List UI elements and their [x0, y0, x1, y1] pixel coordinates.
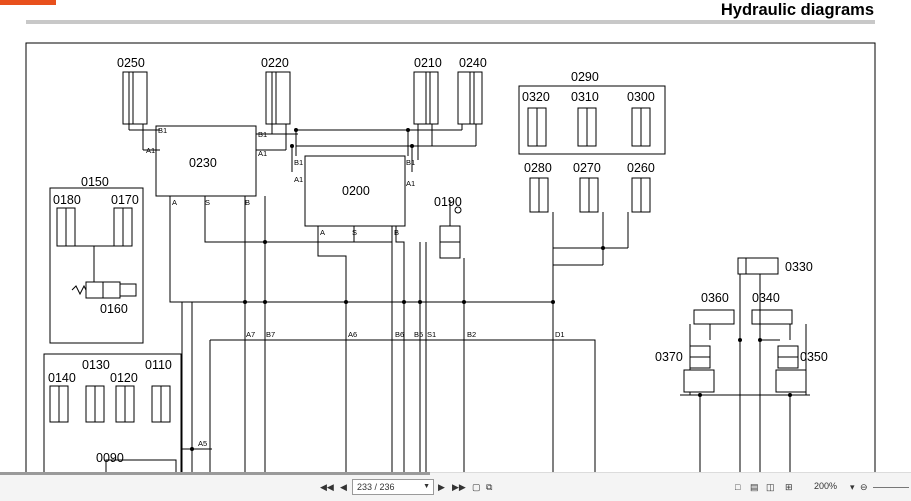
label-0140: 0140	[48, 371, 76, 385]
cylinders-0180-0170	[56, 207, 133, 282]
two-page-icon[interactable]: ◫	[766, 482, 775, 492]
label-0130: 0130	[82, 358, 110, 372]
cylinders-bottom-left	[49, 385, 177, 472]
valve-0190	[439, 200, 462, 259]
port-a7: A7	[246, 330, 255, 339]
port-a1: A1	[146, 146, 155, 155]
label-0230: 0230	[189, 156, 217, 170]
port-d1: D1	[555, 330, 565, 339]
diagram-frame	[25, 42, 876, 472]
label-0220: 0220	[261, 56, 289, 70]
label-0360: 0360	[701, 291, 729, 305]
label-0310: 0310	[571, 90, 599, 104]
port-b1: B1	[158, 126, 167, 135]
port-b2: B2	[467, 330, 476, 339]
last-page-icon[interactable]: ▶▶	[452, 482, 466, 492]
cylinders-0320-0310-0300	[527, 107, 651, 147]
piping-main	[169, 196, 596, 472]
label-0330: 0330	[785, 260, 813, 274]
cylinder-0250	[122, 71, 160, 151]
label-0270: 0270	[573, 161, 601, 175]
port-b: B	[394, 228, 399, 237]
cylinder-0210	[413, 71, 439, 160]
junction-dots-main	[190, 240, 605, 451]
zoom-slider[interactable]	[873, 487, 909, 488]
group-frame-0150	[49, 187, 144, 344]
cylinder-0330	[737, 257, 779, 275]
zoom-dropdown-icon[interactable]: ▾	[850, 482, 855, 492]
label-0250: 0250	[117, 56, 145, 70]
page-number-input[interactable]: 233 / 236 ▼	[352, 479, 434, 495]
cylinder-0240	[457, 71, 483, 146]
label-0320: 0320	[522, 90, 550, 104]
label-0240: 0240	[459, 56, 487, 70]
brand-logo-bar	[0, 0, 56, 5]
continuous-icon[interactable]: ▤	[750, 482, 759, 492]
label-0290: 0290	[571, 70, 599, 84]
label-0350: 0350	[800, 350, 828, 364]
port-b5: B5	[414, 330, 423, 339]
facing-icon[interactable]: ⊞	[785, 482, 793, 492]
label-0180: 0180	[53, 193, 81, 207]
port-a: A	[320, 228, 325, 237]
port-b1: B1	[294, 158, 303, 167]
valve-block-0230	[155, 125, 257, 197]
valve-block-0200	[304, 155, 406, 227]
port-b6: B6	[395, 330, 404, 339]
label-0300: 0300	[627, 90, 655, 104]
label-0260: 0260	[627, 161, 655, 175]
port-a1: A1	[294, 175, 303, 184]
label-0190: 0190	[434, 195, 462, 209]
label-0160: 0160	[100, 302, 128, 316]
horizontal-scrollbar[interactable]	[0, 472, 430, 475]
zoom-out-icon[interactable]: ⊖	[860, 482, 868, 492]
group-frame-0290	[518, 85, 666, 155]
label-0170: 0170	[111, 193, 139, 207]
copy-icon[interactable]: ⧉	[486, 482, 493, 492]
port-a5: A5	[198, 439, 207, 448]
port-b: B	[245, 198, 250, 207]
label-0200: 0200	[342, 184, 370, 198]
page-title: Hydraulic diagrams	[720, 1, 874, 19]
port-b1: B1	[258, 130, 267, 139]
single-page-icon[interactable]: □	[735, 482, 741, 492]
hydraulic-diagram: 0250 0220 0210 0240 0290 0320 0310 0300 …	[25, 42, 876, 472]
label-0210: 0210	[414, 56, 442, 70]
pdf-viewer-toolbar: ◀◀ ◀ 233 / 236 ▼ ▶ ▶▶ ▢ ⧉ □ ▤ ◫ ⊞ 200% ▾…	[0, 472, 911, 501]
prev-page-icon[interactable]: ◀	[340, 482, 347, 492]
cylinders-0280-0270-0260	[529, 177, 651, 266]
port-a1: A1	[258, 149, 267, 158]
next-page-icon[interactable]: ▶	[438, 482, 445, 492]
piping-top	[291, 129, 476, 172]
port-b7: B7	[266, 330, 275, 339]
label-0110: 0110	[145, 358, 172, 372]
zoom-level[interactable]: 200%	[814, 481, 838, 491]
junction-dots-right	[698, 338, 792, 397]
valves-0370-0350	[683, 345, 807, 393]
port-s: S	[205, 198, 210, 207]
cylinder-0220	[256, 71, 298, 151]
header-divider	[26, 20, 875, 24]
port-s: S	[352, 228, 357, 237]
valve-0160	[71, 281, 137, 299]
label-0370: 0370	[655, 350, 683, 364]
label-0120: 0120	[110, 371, 138, 385]
label-0090: 0090	[96, 451, 124, 465]
port-a6: A6	[348, 330, 357, 339]
label-0150: 0150	[81, 175, 109, 189]
label-0340: 0340	[752, 291, 780, 305]
group-frame-bottom-left	[43, 353, 182, 472]
export-icon[interactable]: ▢	[472, 482, 481, 492]
port-a: A	[172, 198, 177, 207]
label-0280: 0280	[524, 161, 552, 175]
first-page-icon[interactable]: ◀◀	[320, 482, 334, 492]
port-a1: A1	[406, 179, 415, 188]
port-s1: S1	[427, 330, 436, 339]
page-number-value: 233 / 236	[357, 482, 395, 492]
page-dropdown-icon[interactable]: ▼	[423, 483, 430, 490]
junction-dots-top	[290, 128, 414, 148]
port-b1: B1	[406, 158, 415, 167]
